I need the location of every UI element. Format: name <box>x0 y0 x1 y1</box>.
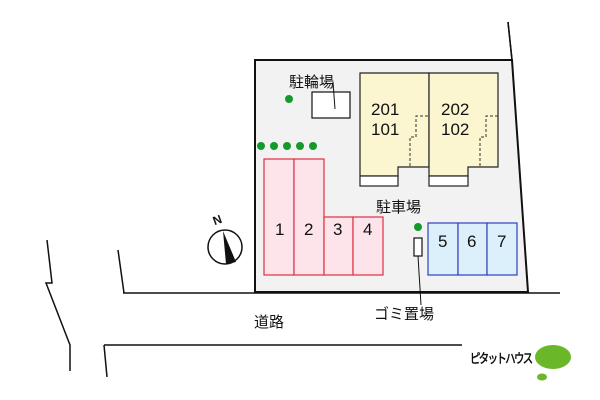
compass-icon <box>207 229 243 265</box>
parking-space-3: 3 <box>333 220 343 239</box>
bicycle-parking-area <box>311 91 351 119</box>
tree-icons <box>257 95 422 231</box>
parking-red <box>263 158 384 276</box>
unit-102-label: 102 <box>441 120 470 139</box>
garbage-station <box>413 237 423 257</box>
parking-space-2: 2 <box>304 220 314 239</box>
unit-202-label: 202 <box>441 100 470 119</box>
road-label: 道路 <box>254 313 285 331</box>
brand-name: ピタットハウス <box>470 352 533 367</box>
unit-201-label: 201 <box>371 100 400 119</box>
parking-space-4: 4 <box>363 220 373 239</box>
parking-label: 駐車場 <box>376 198 422 216</box>
parking-space-1: 1 <box>275 220 285 239</box>
parking-space-5: 5 <box>438 232 448 251</box>
building <box>359 72 499 187</box>
bicycle-parking-label: 駐輪場 <box>289 73 335 91</box>
parking-blue <box>427 222 518 276</box>
parking-space-7: 7 <box>497 232 507 251</box>
garbage-label: ゴミ置場 <box>374 305 435 323</box>
unit-101-label: 101 <box>371 120 400 139</box>
parking-space-6: 6 <box>467 232 477 251</box>
brand-logo-icon <box>535 345 571 381</box>
side-road-line <box>44 239 71 371</box>
